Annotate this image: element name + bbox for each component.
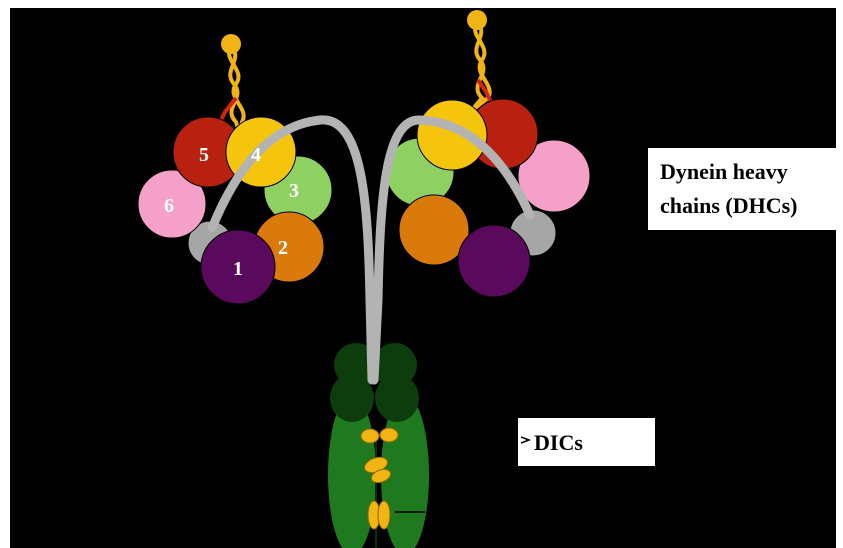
heavy-chain-label-line2: chains (DHCs) bbox=[660, 193, 798, 218]
dic-label-box: DICs bbox=[518, 418, 655, 466]
dic-mid-left-dark bbox=[330, 374, 374, 422]
right-aaa4 bbox=[417, 100, 487, 170]
domain-number-2: 2 bbox=[278, 237, 288, 259]
right-mtbd-head bbox=[467, 10, 487, 30]
right-aaa1 bbox=[458, 225, 530, 297]
domain-number-4: 4 bbox=[251, 144, 261, 166]
dic-mid-right-dark bbox=[375, 374, 419, 422]
left-mtbd-head bbox=[221, 34, 241, 54]
domain-number-3: 3 bbox=[289, 180, 299, 202]
heavy-chain-label-box: Dynein heavy chains (DHCs) bbox=[648, 148, 837, 230]
domain-number-5: 5 bbox=[199, 144, 209, 166]
light-chain bbox=[380, 428, 398, 442]
light-chain bbox=[361, 429, 379, 443]
domain-number-6: 6 bbox=[164, 195, 174, 217]
light-chain bbox=[378, 501, 390, 529]
heavy-chain-label-line1: Dynein heavy bbox=[660, 159, 788, 184]
domain-number-1: 1 bbox=[233, 258, 243, 280]
dic-label: DICs bbox=[534, 430, 583, 455]
